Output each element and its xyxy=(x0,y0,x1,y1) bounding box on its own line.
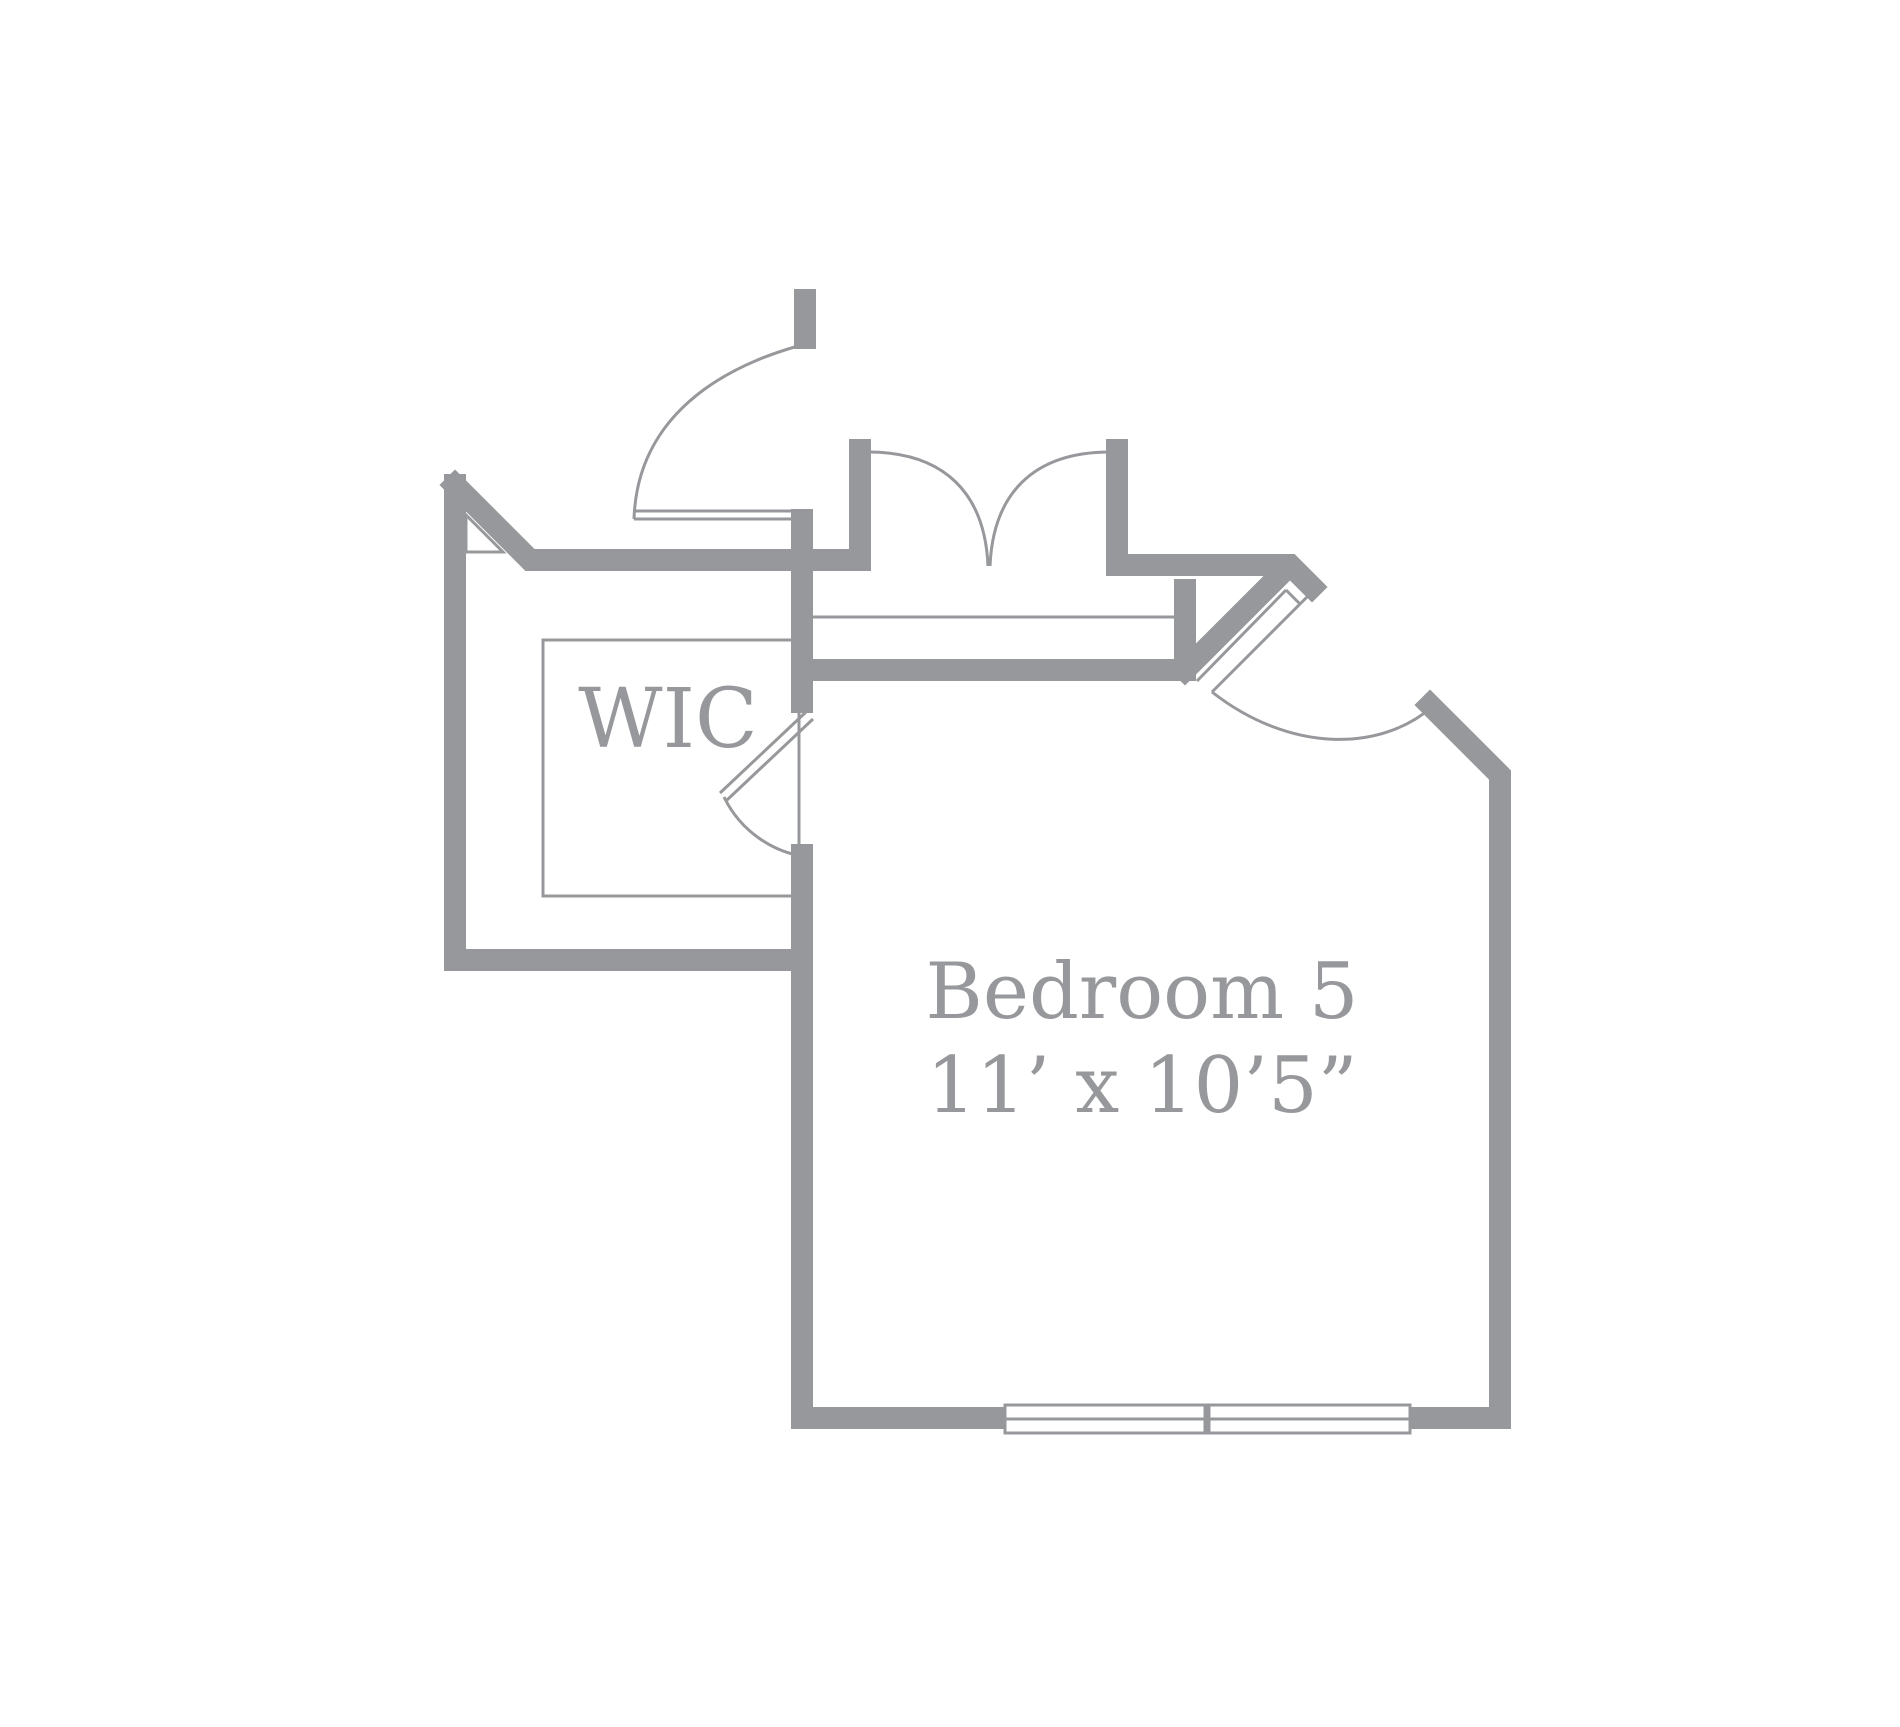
bedroom-walls xyxy=(791,689,1511,1429)
wic-shelving xyxy=(541,638,801,898)
wic-walls xyxy=(439,469,813,971)
bedroom-dimensions: 11’ x 10’5” xyxy=(926,1041,1357,1131)
window xyxy=(1003,1403,1412,1435)
bedroom-name: Bedroom 5 xyxy=(926,947,1359,1037)
hall-door xyxy=(632,289,816,521)
wic-corner-chase xyxy=(464,511,507,554)
wic-label: WIC xyxy=(578,672,757,767)
alcove-walls xyxy=(791,439,1328,686)
double-door xyxy=(866,450,1112,568)
bedroom-door xyxy=(1195,588,1433,741)
wic-door xyxy=(718,710,815,858)
